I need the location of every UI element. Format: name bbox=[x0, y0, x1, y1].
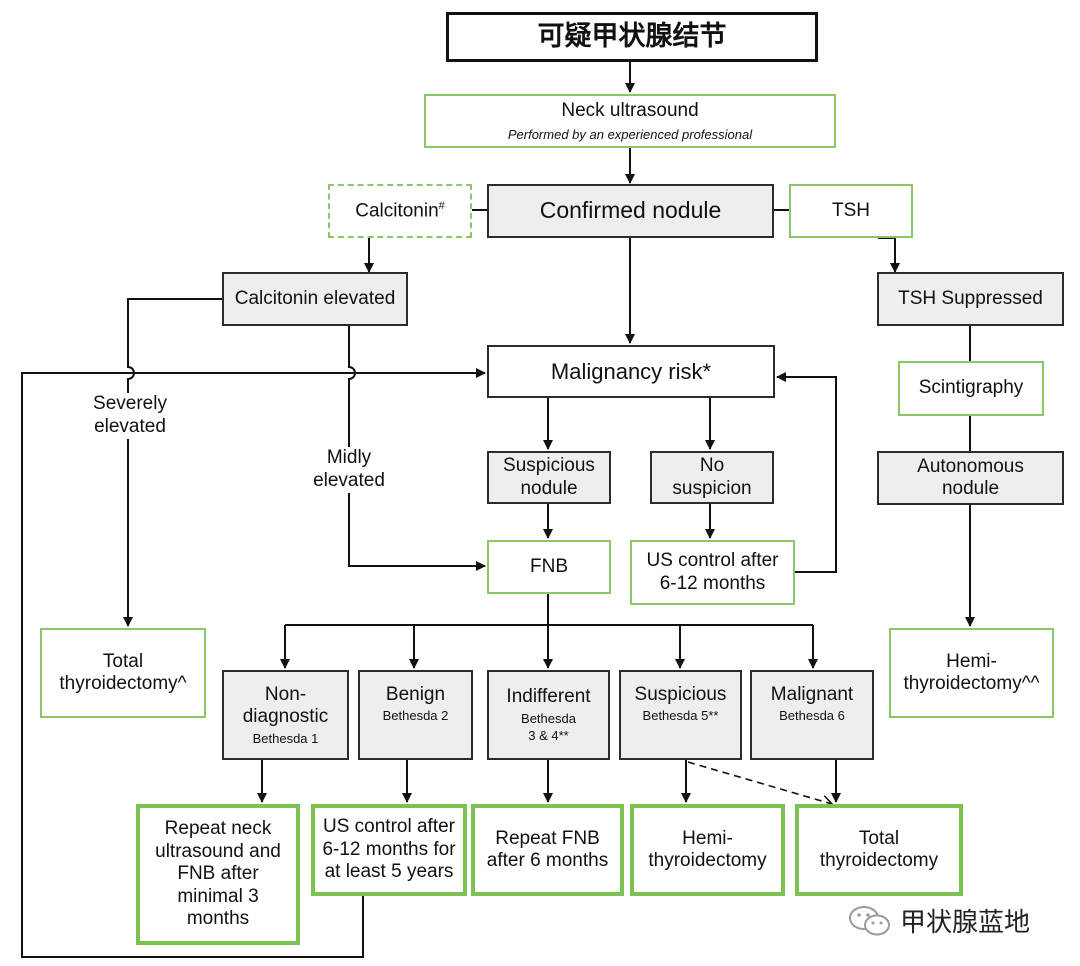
node-label: thyroidectomy^^ bbox=[903, 673, 1040, 694]
node-sublabel: 3 & 4** bbox=[528, 728, 569, 744]
node-label: Hemi- bbox=[946, 650, 997, 672]
edge-label-midly-elevated: Midly elevated bbox=[304, 447, 394, 493]
edge-label-line: Severely bbox=[93, 393, 167, 414]
node-repeat-fnb: Repeat FNB after 6 months bbox=[471, 804, 624, 896]
node-label: Malignancy risk* bbox=[550, 358, 712, 384]
edge-label-severely-elevated: Severely elevated bbox=[82, 393, 178, 439]
node-label: diagnostic bbox=[242, 706, 329, 728]
node-tsh: TSH bbox=[789, 184, 913, 238]
edge-loop-left bbox=[21, 368, 486, 958]
node-label: No bbox=[699, 455, 725, 477]
node-label: Confirmed nodule bbox=[539, 197, 722, 224]
wechat-icon bbox=[849, 905, 890, 935]
page-title: 可疑甲状腺结节 bbox=[537, 21, 727, 53]
node-label: Malignant bbox=[770, 684, 854, 705]
node-sublabel: Performed by an experienced professional bbox=[507, 126, 753, 142]
node-hemi-thyroidectomy-bottom: Hemi- thyroidectomy bbox=[630, 804, 785, 896]
node-benign: Benign Bethesda 2 bbox=[358, 670, 473, 760]
edge-label-line: elevated bbox=[94, 415, 166, 437]
node-label: FNB after bbox=[177, 863, 259, 885]
node-label: Repeat neck bbox=[164, 818, 272, 840]
node-sublabel: Bethesda 5** bbox=[642, 708, 719, 724]
node-superscript: # bbox=[438, 199, 445, 212]
node-label: nodule bbox=[520, 477, 578, 499]
node-no-suspicion: No suspicion bbox=[650, 451, 774, 504]
node-label: 6-12 months for bbox=[322, 838, 456, 860]
node-malignancy-risk: Malignancy risk* bbox=[487, 345, 775, 398]
node-label: Neck ultrasound bbox=[561, 100, 699, 122]
node-sublabel: Bethesda bbox=[521, 710, 576, 726]
node-label: Benign bbox=[385, 684, 446, 705]
edge-label-line: Midly bbox=[326, 447, 372, 468]
node-label: at least 5 years bbox=[324, 861, 454, 883]
node-label: Autonomous bbox=[917, 455, 1024, 477]
node-label: Indifferent bbox=[506, 686, 591, 708]
node-label: Repeat FNB bbox=[495, 827, 600, 849]
edge-midly-elevated bbox=[348, 326, 486, 571]
node-tsh-suppressed: TSH Suppressed bbox=[877, 272, 1064, 326]
node-label: thyroidectomy^ bbox=[59, 673, 187, 694]
edge-severely-elevated bbox=[123, 298, 222, 627]
node-label: Suspicious bbox=[634, 684, 727, 705]
title-box: 可疑甲状腺结节 bbox=[446, 12, 818, 62]
node-sublabel: Bethesda 6 bbox=[779, 708, 845, 724]
node-label: FNB bbox=[530, 555, 568, 577]
node-indifferent: Indifferent Bethesda 3 & 4** bbox=[487, 670, 610, 760]
node-label: Calcitonin elevated bbox=[234, 287, 396, 309]
node-confirmed-nodule: Confirmed nodule bbox=[487, 184, 774, 238]
node-sublabel: Bethesda 1 bbox=[252, 730, 319, 746]
node-label: US control after bbox=[646, 550, 779, 572]
node-label: Calcitonin bbox=[355, 199, 439, 221]
node-label: suspicion bbox=[672, 477, 752, 499]
edge-susp-total-dashed bbox=[687, 761, 832, 804]
node-label: Total bbox=[102, 650, 144, 672]
node-autonomous-nodule: Autonomous nodule bbox=[877, 451, 1064, 505]
node-label: 6-12 months bbox=[659, 572, 766, 594]
node-hemi-thyroidectomy-right: Hemi- thyroidectomy^^ bbox=[889, 628, 1054, 718]
node-sublabel: Bethesda 2 bbox=[382, 708, 449, 724]
node-total-thyroidectomy-bottom: Total thyroidectomy bbox=[795, 804, 963, 896]
node-suspicious-bethesda5: Suspicious Bethesda 5** bbox=[619, 670, 742, 760]
node-malignant: Malignant Bethesda 6 bbox=[750, 670, 874, 760]
node-repeat-us-fnb: Repeat neck ultrasound and FNB after min… bbox=[136, 804, 300, 945]
watermark-text: 甲状腺蓝地 bbox=[900, 908, 1031, 938]
edge-label-line: elevated bbox=[313, 469, 385, 491]
node-label: nodule bbox=[941, 478, 1000, 499]
edge-loop-right bbox=[776, 372, 837, 573]
edge-tsh-suppressed bbox=[878, 237, 900, 273]
node-calcitonin: Calcitonin# bbox=[328, 184, 472, 238]
node-label: Scintigraphy bbox=[918, 377, 1024, 399]
node-neck-ultrasound: Neck ultrasound Performed by an experien… bbox=[424, 94, 836, 148]
node-us-control-5-years: US control after 6-12 months for at leas… bbox=[311, 804, 467, 896]
node-scintigraphy: Scintigraphy bbox=[898, 361, 1044, 416]
node-label: minimal 3 bbox=[177, 885, 259, 907]
node-label: Total bbox=[858, 827, 900, 849]
node-nondiagnostic: Non- diagnostic Bethesda 1 bbox=[222, 670, 349, 760]
node-total-thyroidectomy-left: Total thyroidectomy^ bbox=[40, 628, 206, 718]
watermark: 甲状腺蓝地 bbox=[848, 902, 1030, 939]
node-label: Hemi- bbox=[682, 827, 733, 849]
node-calcitonin-elevated: Calcitonin elevated bbox=[222, 272, 408, 326]
node-label: ultrasound and bbox=[155, 840, 281, 862]
node-label: Suspicious bbox=[503, 455, 595, 477]
node-fnb: FNB bbox=[487, 540, 611, 594]
node-label: US control after bbox=[323, 816, 455, 838]
node-label: TSH Suppressed bbox=[898, 287, 1043, 309]
node-label: Non- bbox=[264, 683, 307, 705]
node-label: thyroidectomy bbox=[648, 850, 767, 871]
node-label: thyroidectomy bbox=[819, 850, 939, 871]
node-label: months bbox=[186, 908, 250, 930]
node-us-control: US control after 6-12 months bbox=[630, 540, 795, 605]
node-suspicious-nodule: Suspicious nodule bbox=[487, 451, 611, 504]
node-label: after 6 months bbox=[486, 850, 609, 871]
node-label: TSH bbox=[832, 199, 870, 221]
